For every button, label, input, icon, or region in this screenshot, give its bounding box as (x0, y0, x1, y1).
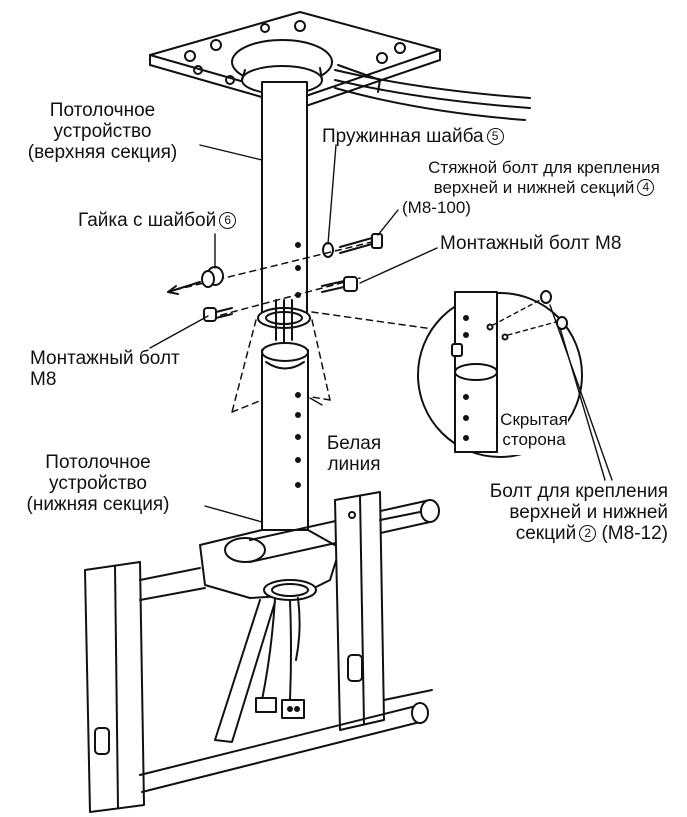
join-bolt-line-1: Болт для крепления (489, 481, 668, 502)
spring-washer-text: Пружинная шайба (322, 126, 484, 147)
upper-section-line-1: Потолочное (49, 100, 156, 121)
detail-inset (417, 290, 583, 458)
lower-section-label: Потолочное устройство (нижняя секция) (0, 452, 196, 515)
mount-frame (84, 491, 440, 813)
mount-bolt-right-shape (321, 276, 358, 293)
white-line-label: Белая линия (318, 433, 390, 475)
lower-section-line-3: (нижняя секция) (26, 494, 170, 515)
spring-washer-shape (322, 242, 334, 258)
ceiling-cables (334, 64, 531, 121)
upper-pole (257, 81, 311, 329)
mount-bolt-left-line-2: М8 (30, 369, 57, 390)
lower-section-line-1: Потолочное (45, 452, 151, 473)
tie-bolt-line-1: Стяжной болт для крепления (428, 158, 660, 177)
hidden-side-line-1: Скрытая (500, 410, 568, 429)
callout-number-6: 6 (219, 212, 237, 229)
mount-bolt-right-label: Монтажный болт М8 (440, 233, 622, 254)
white-line-line-2: линия (327, 454, 381, 475)
tie-bolt-line-2: верхней и нижней секций (433, 178, 635, 197)
tie-bolt-label: Стяжной болт для крепления верхней и ниж… (398, 158, 687, 218)
wires-in-joint (275, 299, 293, 346)
upper-section-line-2: устройство (53, 121, 152, 142)
join-bolt-line-3-post: (М8-12) (601, 523, 668, 544)
upper-section-label: Потолочное устройство (верхняя секция) (0, 100, 205, 163)
hidden-side-label: Скрытая сторона (500, 410, 568, 450)
white-line-line-1: Белая (326, 433, 382, 454)
lower-pole (261, 342, 309, 536)
nut-washer-shape (167, 266, 224, 295)
leader-lines (149, 144, 613, 523)
mount-bolt-left-line-1: Монтажный болт (30, 348, 180, 369)
join-bolt-line-3-pre: секций (515, 523, 577, 544)
tie-bolt-shape (339, 233, 383, 254)
mount-bolt-left-shape (203, 307, 233, 322)
callout-number-4: 4 (637, 179, 655, 196)
upper-section-line-3: (верхняя секция) (27, 142, 178, 163)
hidden-side-line-2: сторона (502, 430, 566, 449)
nut-washer-text: Гайка с шайбой (78, 210, 217, 231)
join-bolt-label: Болт для крепления верхней и нижней секц… (440, 481, 668, 544)
lower-section-line-2: устройство (49, 473, 147, 494)
callout-number-5: 5 (486, 128, 504, 145)
mount-bolt-left-label: Монтажный болт М8 (30, 348, 180, 390)
callout-number-2: 2 (579, 525, 597, 542)
tie-bolt-line-3: (М8-100) (402, 198, 471, 217)
join-bolt-line-2: верхней и нижней (509, 502, 668, 523)
